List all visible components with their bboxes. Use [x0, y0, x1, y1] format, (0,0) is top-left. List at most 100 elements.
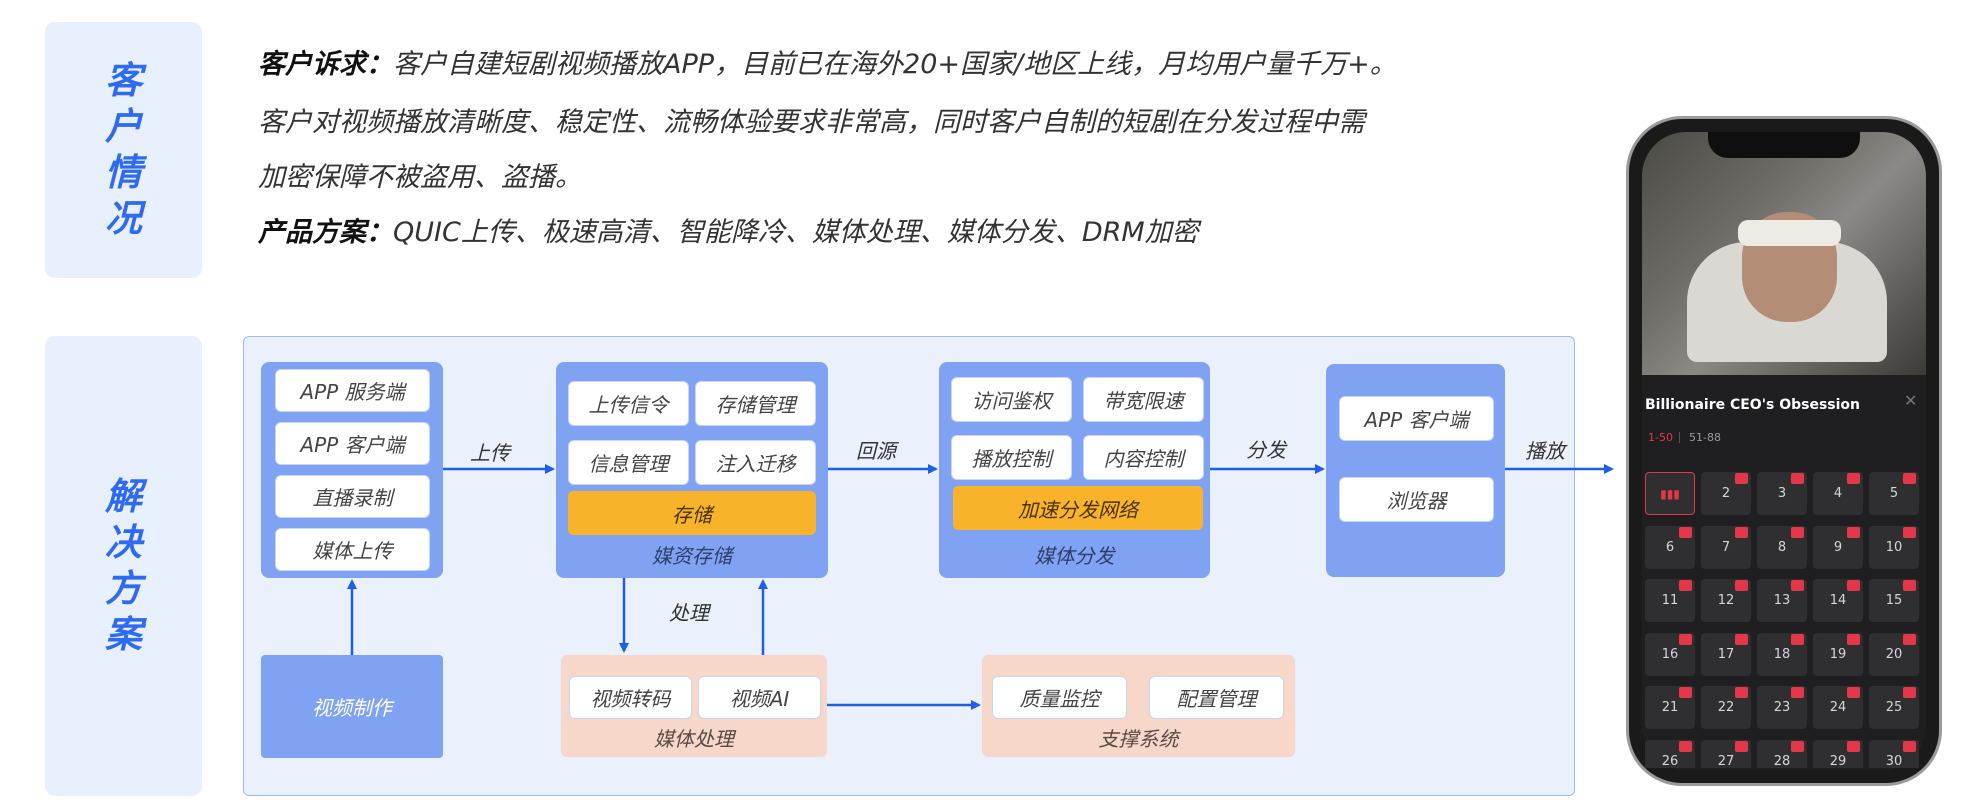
episode-cell[interactable]: 17 [1701, 632, 1751, 676]
close-icon[interactable]: ✕ [1904, 391, 1918, 410]
episode-number: 6 [1665, 539, 1675, 555]
episode-number: 25 [1885, 700, 1903, 715]
browser-chip: 浏览器 [1339, 477, 1494, 522]
range-divider [1679, 432, 1680, 443]
episode-cell[interactable]: 16 [1645, 632, 1695, 676]
episode-number: 4 [1833, 486, 1843, 501]
episode-cell[interactable]: 5 [1869, 472, 1919, 515]
upload-signaling-chip: 上传信令 [568, 381, 689, 426]
access-auth-chip: 访问鉴权 [951, 377, 1072, 422]
episode-number: 12 [1717, 593, 1735, 608]
episode-cell[interactable]: 2 [1701, 472, 1751, 515]
support-caption: 支撑系统 [1098, 727, 1179, 751]
lock-icon [1735, 580, 1748, 591]
episode-cell[interactable]: 10 [1869, 525, 1919, 569]
episode-number: 23 [1773, 700, 1791, 715]
episode-cell[interactable]: 22 [1701, 686, 1751, 729]
process-label: 处理 [669, 601, 709, 625]
episode-number: 28 [1773, 753, 1791, 769]
episode-cell[interactable]: 11 [1645, 579, 1695, 622]
lock-icon [1735, 526, 1748, 538]
lock-icon [1903, 740, 1916, 752]
episode-cell[interactable]: 7 [1701, 525, 1751, 569]
side-char: 况 [105, 197, 142, 240]
lock-icon [1735, 740, 1748, 752]
lock-icon [1679, 687, 1692, 698]
episode-number: 21 [1661, 700, 1679, 715]
lock-icon [1791, 526, 1804, 538]
side-char: 方 [105, 567, 142, 610]
storage-caption: 媒资存储 [652, 544, 732, 568]
video-production-box: 视频制作 [261, 655, 443, 758]
solution-title: 产品方案： [258, 217, 393, 248]
episode-number: 27 [1717, 753, 1735, 769]
playing-bars-icon: ▮▮▮ [1660, 486, 1680, 501]
episode-cell[interactable]: 27 [1701, 739, 1751, 769]
side-char: 客 [105, 59, 142, 102]
video-bandage [1738, 220, 1841, 246]
lock-icon [1679, 633, 1692, 645]
episode-cell[interactable]: 19 [1813, 632, 1863, 676]
lock-icon [1791, 740, 1804, 752]
episode-cell[interactable]: 21 [1645, 686, 1695, 729]
episode-cell[interactable]: 20 [1869, 632, 1919, 676]
media-upload-chip: 媒体上传 [275, 528, 430, 571]
lock-icon [1903, 633, 1916, 645]
episode-cell[interactable]: 6 [1645, 525, 1695, 569]
episode-cell[interactable]: 14 [1813, 579, 1863, 622]
episode-number: 13 [1773, 593, 1791, 608]
episode-number: 15 [1885, 593, 1903, 608]
app-client-end-chip: APP 客户端 [1339, 396, 1494, 441]
episode-cell[interactable]: 4 [1813, 472, 1863, 515]
distribute-label: 分发 [1246, 438, 1286, 462]
range-tab-other[interactable]: 51-88 [1689, 431, 1721, 444]
episode-cell[interactable]: 12 [1701, 579, 1751, 622]
lock-icon [1791, 633, 1804, 645]
lock-icon [1847, 633, 1860, 645]
episode-cell[interactable]: 9 [1813, 525, 1863, 569]
lock-icon [1847, 526, 1860, 538]
episode-number: 10 [1885, 539, 1903, 555]
cdn-bar: 加速分发网络 [953, 486, 1203, 530]
episode-playing-cell[interactable]: ▮▮▮ [1645, 472, 1695, 515]
lock-icon [1903, 473, 1916, 484]
content-control-chip: 内容控制 [1083, 435, 1204, 480]
lock-icon [1735, 473, 1748, 484]
episode-cell[interactable]: 15 [1869, 579, 1919, 622]
episode-number: 20 [1885, 646, 1903, 662]
video-frame[interactable] [1642, 132, 1926, 375]
episode-number: 11 [1661, 593, 1679, 608]
side-char: 情 [105, 151, 142, 194]
episode-cell[interactable]: 3 [1757, 472, 1807, 515]
episode-cell[interactable]: 24 [1813, 686, 1863, 729]
requirement-label: 客户诉求： [258, 49, 393, 80]
app-client-chip: APP 客户端 [275, 422, 430, 465]
episode-cell[interactable]: 30 [1869, 739, 1919, 768]
side-char: 户 [105, 105, 142, 148]
migration-chip: 注入迁移 [695, 440, 816, 485]
playback-control-chip: 播放控制 [951, 435, 1072, 480]
quality-monitor-chip: 质量监控 [992, 676, 1127, 719]
range-tab-active[interactable]: 1-50 [1648, 431, 1673, 444]
upload-label: 上传 [470, 441, 510, 465]
episode-number: 18 [1773, 646, 1791, 662]
lock-icon [1903, 580, 1916, 591]
lock-icon [1791, 473, 1804, 484]
episode-cell[interactable]: 23 [1757, 686, 1807, 729]
episode-cell[interactable]: 28 [1757, 739, 1807, 769]
episode-cell[interactable]: 25 [1869, 686, 1919, 729]
requirement-line-1: 客户诉求：客户自建短剧视频播放APP，目前已在海外20+国家/地区上线，月均用户… [258, 42, 1397, 81]
side-char: 决 [105, 521, 142, 564]
episode-cell[interactable]: 26 [1645, 739, 1695, 768]
distribution-caption: 媒体分发 [1034, 544, 1115, 568]
storage-bar: 存储 [568, 491, 816, 535]
episode-cell[interactable]: 8 [1757, 525, 1807, 569]
episode-cell[interactable]: 18 [1757, 632, 1807, 676]
episode-cell[interactable]: 13 [1757, 579, 1807, 622]
episode-number: 9 [1833, 539, 1843, 555]
bandwidth-limit-chip: 带宽限速 [1083, 377, 1204, 422]
lock-icon [1903, 687, 1916, 698]
storage-management-chip: 存储管理 [695, 381, 816, 426]
episode-cell[interactable]: 29 [1813, 739, 1863, 768]
episode-number: 8 [1777, 539, 1787, 555]
